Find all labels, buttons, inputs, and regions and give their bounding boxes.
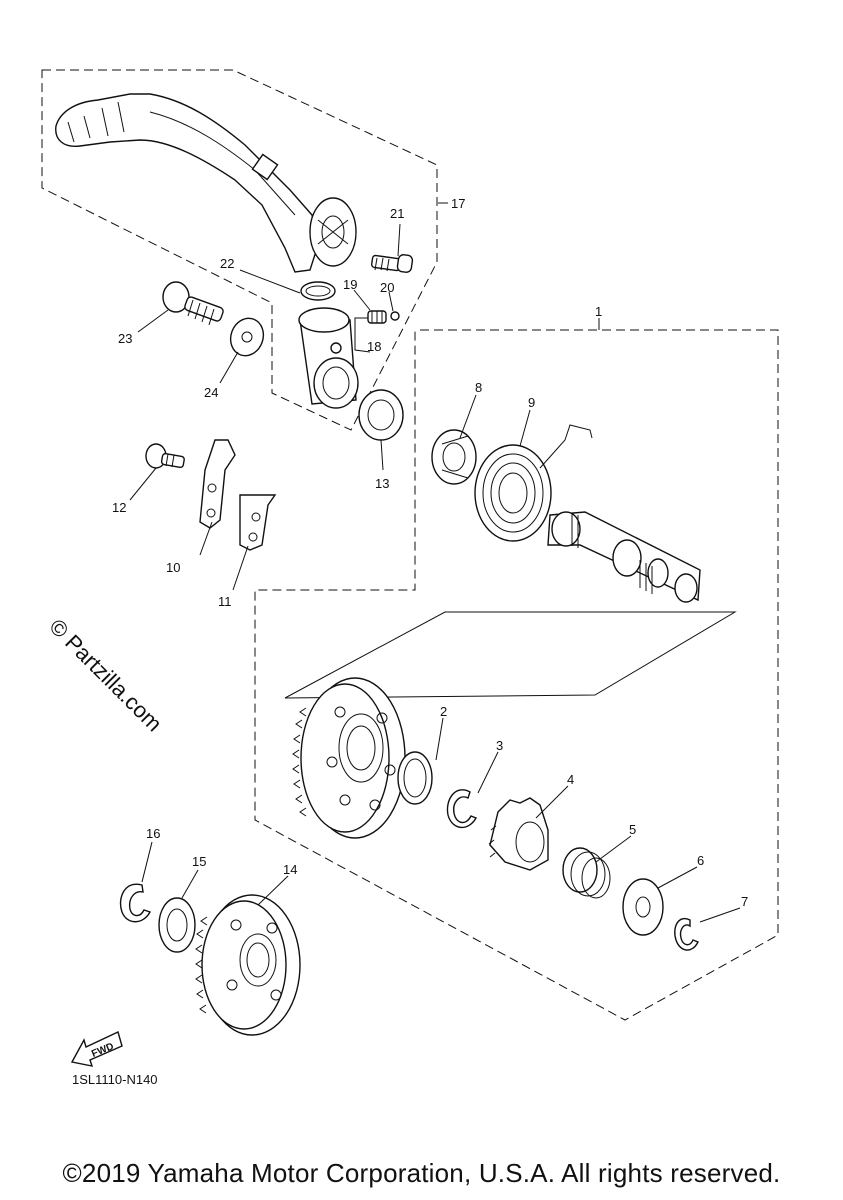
gear-washer	[397, 751, 433, 805]
ratchet-wheel	[488, 797, 549, 871]
collar	[431, 429, 477, 485]
idler-washer	[158, 897, 196, 953]
leader-lines	[129, 202, 741, 923]
callout-19: 19	[343, 277, 357, 292]
lever-bolt	[370, 254, 414, 273]
group-outline-kick-lever	[41, 69, 438, 431]
callout-5: 5	[629, 822, 636, 837]
circlip-16	[119, 883, 152, 923]
callout-12: 12	[112, 500, 126, 515]
callout-1: 1	[595, 304, 602, 319]
assembly-projection	[284, 611, 737, 699]
ratchet-spring	[562, 847, 611, 899]
callout-13: 13	[375, 476, 389, 491]
watermark-text: © Partzilla.com	[44, 614, 167, 737]
stopper-plate	[199, 439, 236, 529]
callout-14: 14	[283, 862, 297, 877]
kick-gear	[292, 677, 406, 839]
callout-10: 10	[166, 560, 180, 575]
idler-gear	[195, 894, 301, 1036]
diagram-code: 1SL1110-N140	[72, 1072, 158, 1087]
callout-16: 16	[146, 826, 160, 841]
o-ring	[300, 281, 336, 301]
oil-seal	[358, 389, 404, 441]
callout-18: 18	[367, 339, 381, 354]
callout-4: 4	[567, 772, 574, 787]
copyright-notice: ©2019 Yamaha Motor Corporation, U.S.A. A…	[62, 1158, 781, 1188]
group-outline-kick-shaft-assy	[254, 329, 779, 1021]
callout-9: 9	[528, 395, 535, 410]
callout-23: 23	[118, 331, 132, 346]
shaft-washer	[622, 878, 664, 936]
callout-21: 21	[390, 206, 404, 221]
callout-17: 17	[451, 196, 465, 211]
fwd-arrow-icon: FWD	[70, 1031, 123, 1067]
washer	[229, 317, 265, 357]
flange-bolt	[162, 281, 224, 326]
kick-shaft	[547, 511, 701, 603]
guide-bolt	[145, 443, 185, 469]
set-screw-and-ball	[367, 310, 400, 324]
callout-6: 6	[697, 853, 704, 868]
callout-15: 15	[192, 854, 206, 869]
kick-crank-lever	[55, 93, 357, 273]
torsion-spring	[474, 424, 593, 542]
callout-8: 8	[475, 380, 482, 395]
callout-22: 22	[220, 256, 234, 271]
kick-boss	[298, 307, 359, 409]
callout-labels: 1 2 3 4 5 6 7 8 9 10 11 12 13 14 15 16 1…	[112, 196, 748, 909]
circlip-7	[674, 917, 699, 951]
callout-3: 3	[496, 738, 503, 753]
stopper-guide	[239, 494, 277, 551]
callout-11: 11	[218, 594, 232, 609]
circlip-3	[446, 789, 478, 829]
callout-2: 2	[440, 704, 447, 719]
callout-20: 20	[380, 280, 394, 295]
callout-24: 24	[204, 385, 218, 400]
callout-7: 7	[741, 894, 748, 909]
